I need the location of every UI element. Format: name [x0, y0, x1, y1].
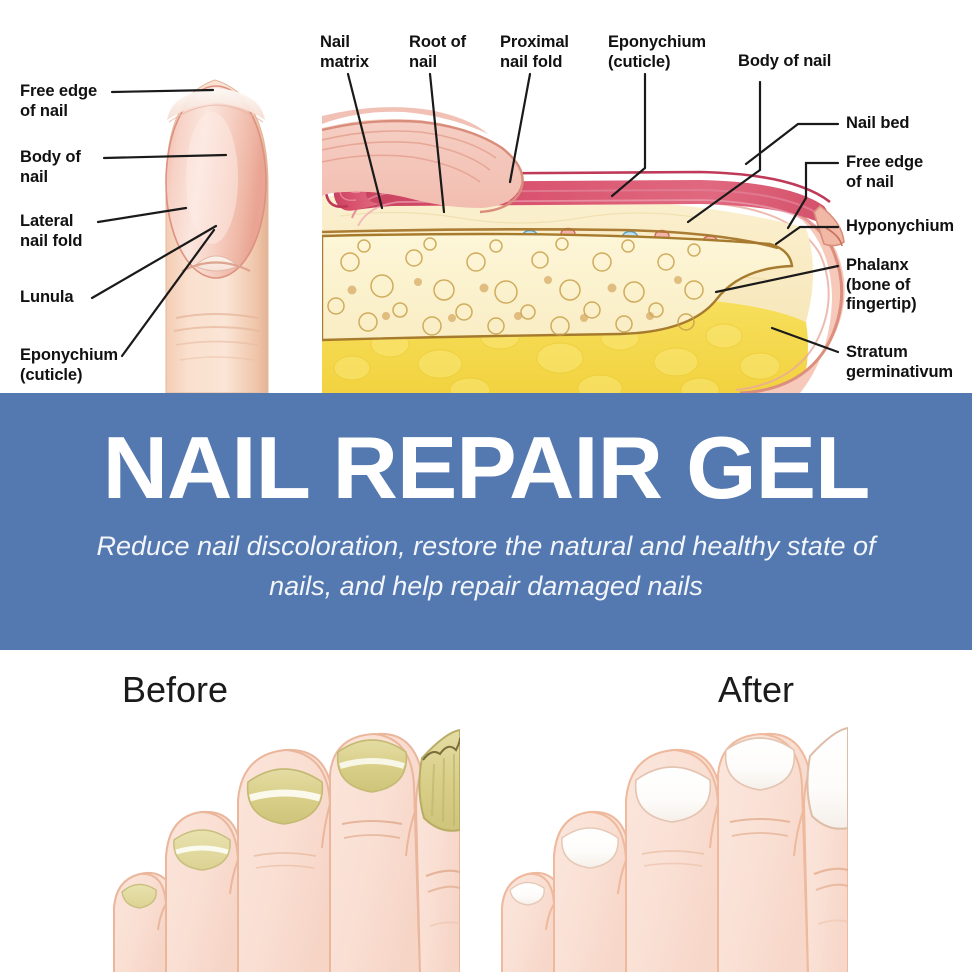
nail-cross-section-illustration — [322, 107, 845, 393]
before-label: Before — [122, 669, 229, 710]
label-body-of-nail-cross: Body of nail — [738, 52, 832, 70]
label-root-of-nail: Root of nail — [409, 33, 467, 71]
after-label: After — [718, 669, 795, 710]
label-nail-bed: Nail bed — [846, 114, 910, 132]
before-after-comparison: Before After — [0, 650, 972, 972]
nail-anatomy-illustration — [90, 72, 845, 393]
foot-after-illustration — [478, 708, 849, 972]
label-hyponychium: Hyponychium — [846, 217, 954, 235]
label-stratum-germinativum: Stratum germinativum — [846, 343, 953, 381]
label-free-edge-of-nail-cross: Free edge of nail — [846, 153, 924, 191]
label-eponychium-cuticle-cross: Eponychium (cuticle) — [608, 33, 707, 71]
foot-before-illustration — [90, 708, 461, 972]
fingertip-leader-lines — [90, 88, 228, 358]
product-subtitle: Reduce nail discoloration, restore the n… — [96, 531, 876, 601]
label-lunula: Lunula — [20, 288, 74, 306]
product-title: NAIL REPAIR GEL — [102, 418, 871, 517]
label-nail-matrix: Nail matrix — [320, 33, 369, 71]
label-lateral-nail-fold: Lateral nail fold — [20, 212, 83, 250]
label-proximal-nail-fold: Proximal nail fold — [500, 33, 569, 71]
label-free-edge-of-nail-finger: Free edge of nail — [20, 82, 98, 120]
nail-anatomy-panel: Free edge of nail Body of nail Lateral n… — [0, 0, 972, 393]
cross-section-leader-lines — [346, 72, 840, 354]
product-banner: NAIL REPAIR GEL Reduce nail discoloratio… — [0, 393, 972, 650]
label-eponychium-cuticle-finger: Eponychium (cuticle) — [20, 346, 119, 384]
fingertip-illustration — [165, 79, 269, 393]
label-phalanx: Phalanx (bone of fingertip) — [846, 256, 917, 313]
label-body-of-nail-finger: Body of nail — [20, 148, 81, 186]
